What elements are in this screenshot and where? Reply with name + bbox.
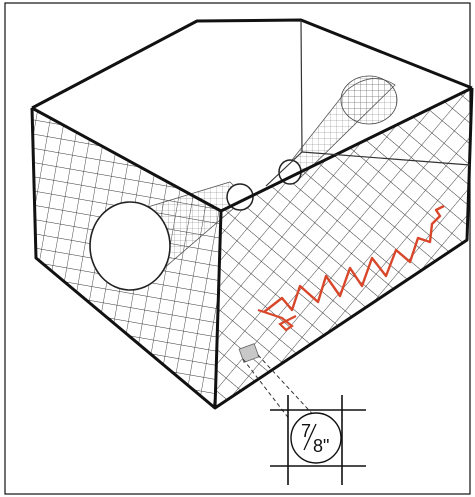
funnel-wide-end [340,75,398,125]
fraction-slash [303,423,317,451]
box-outline-icon [30,18,474,410]
front-wall-mesh [215,88,472,408]
mesh-square-magnifier-icon: 7 8" [270,395,366,485]
marker-loop [257,308,297,332]
zigzag-marker-icon [263,204,445,313]
entrance-hole-left-icon [89,201,171,291]
inset-label-numerator: 7 [301,421,311,441]
figure-frame [4,2,471,495]
inset-label-denominator: 8" [313,436,329,456]
box-back-edges [265,19,471,187]
mesh-square-highlight [238,343,260,363]
